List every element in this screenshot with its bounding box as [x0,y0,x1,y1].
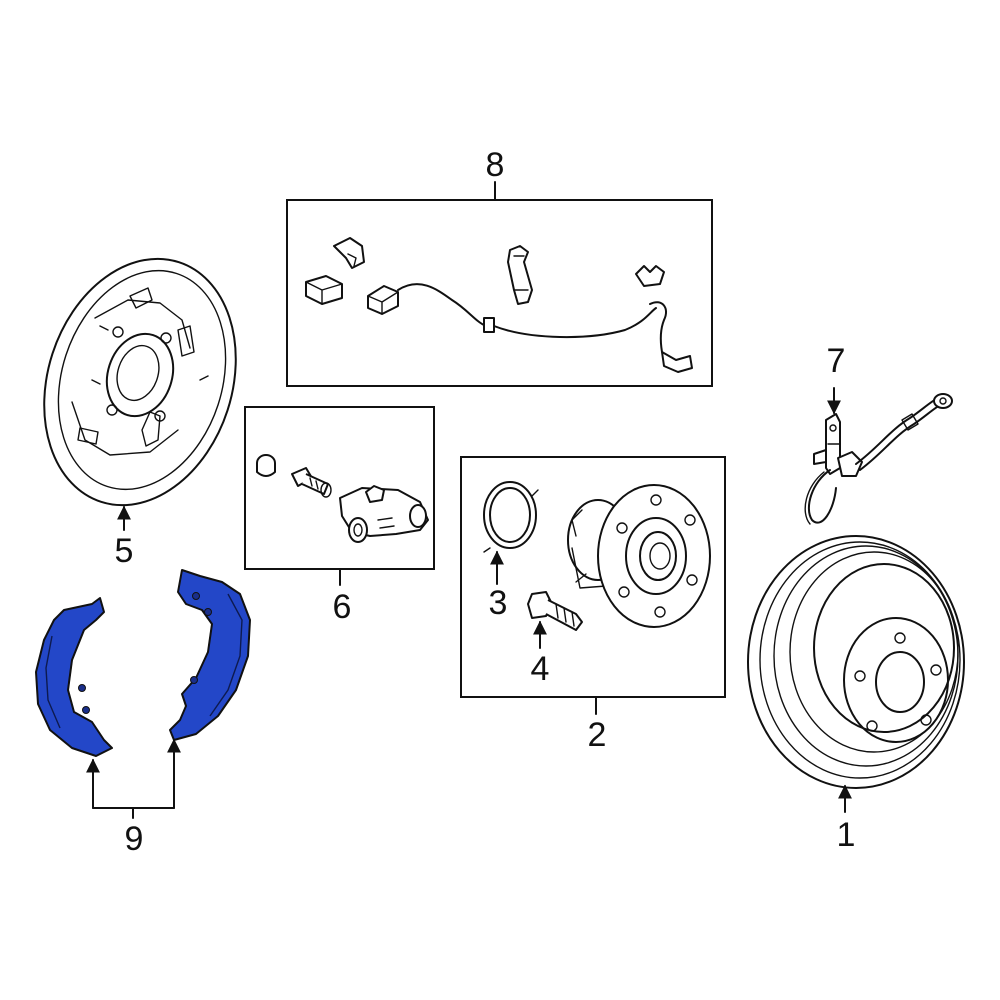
seal-ring[interactable] [483,481,539,553]
callout-label-1: 1 [837,816,856,854]
callout-label-6: 6 [333,588,352,626]
shoe-lining-right [169,569,251,741]
shoe-lining-left [35,597,113,757]
brake-drum[interactable] [747,535,965,789]
wiring-harness[interactable] [305,237,693,373]
callout-label-7: 7 [827,342,846,380]
callout-label-4: 4 [531,650,550,688]
wheel-cylinder[interactable] [256,454,429,543]
abs-sensor[interactable] [804,393,953,525]
hub-assembly[interactable] [567,484,711,628]
brake-shoe-left[interactable] [35,597,113,757]
callout-label-5: 5 [115,532,134,570]
callout-label-2: 2 [588,716,607,754]
brake-shoe-right[interactable] [169,569,251,741]
harness-kit-box [286,199,713,387]
callout-label-9: 9 [125,820,144,858]
wheel-cylinder-kit-box [244,406,435,570]
wheel-stud[interactable] [527,591,583,631]
callout-label-8: 8 [486,146,505,184]
callout-leader-9 [86,738,181,819]
callout-label-3: 3 [489,584,508,622]
hub-kit-box [460,456,726,698]
backing-plate[interactable] [14,234,267,531]
